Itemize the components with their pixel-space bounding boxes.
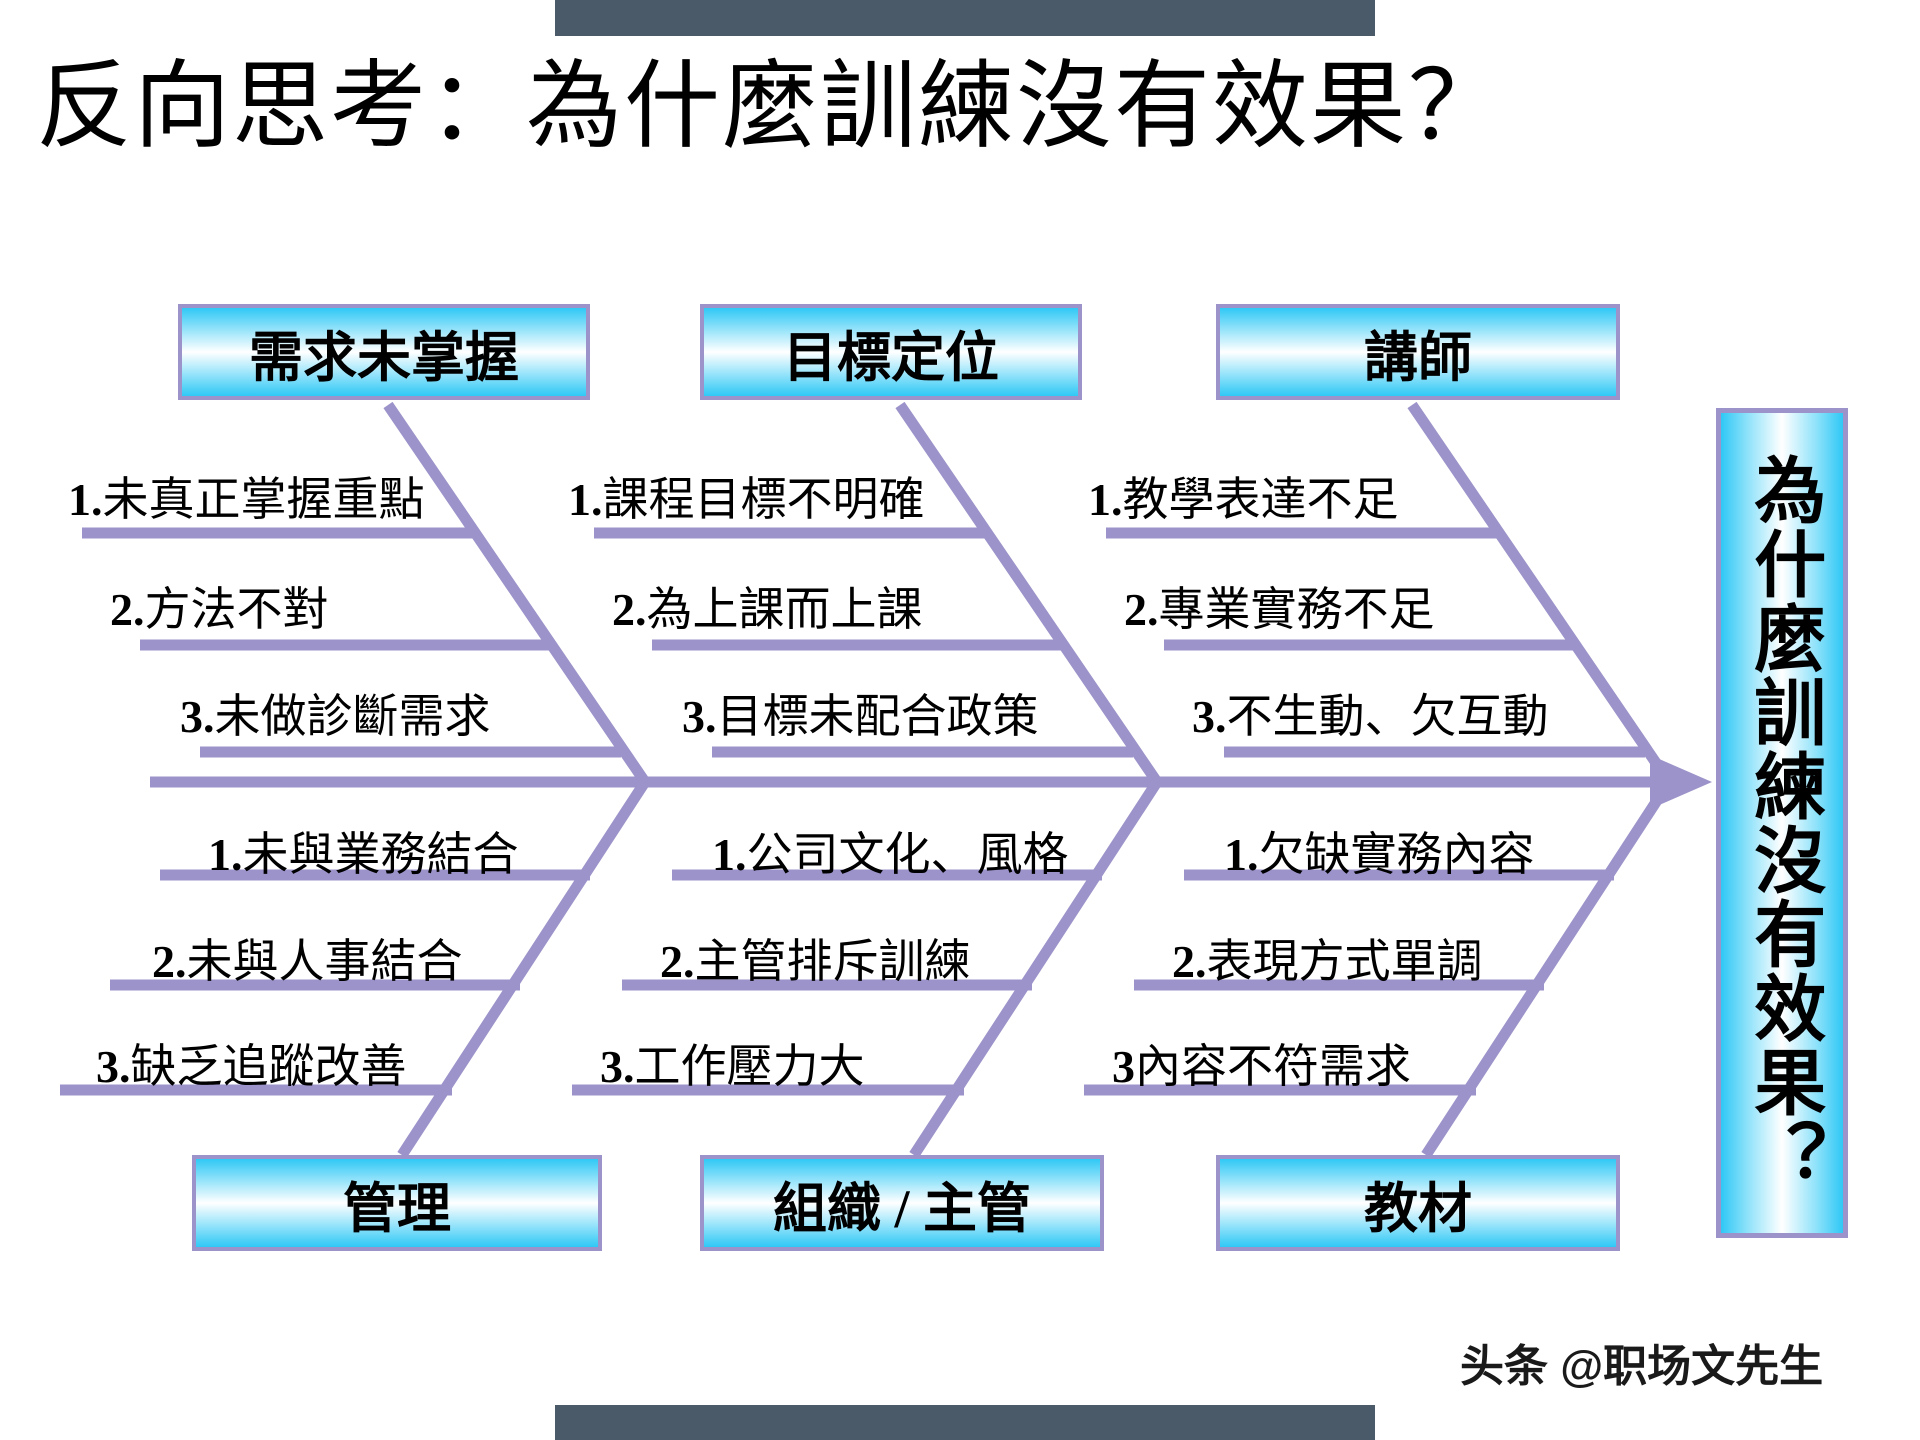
cause-item[interactable]: 2.方法不對 [110,573,329,639]
cause-item[interactable]: 2.未與人事結合 [152,925,463,991]
cause-text: 未與業務結合 [242,829,519,880]
cause-item[interactable]: 1.未真正掌握重點 [68,463,425,529]
cause-number: 1. [68,474,103,525]
cause-item[interactable]: 1.欠缺實務內容 [1224,818,1535,884]
cause-number: 1. [1088,474,1123,525]
cause-item[interactable]: 3.未做診斷需求 [180,680,491,746]
watermark: 头条 @职场文先生 [1460,1342,1824,1391]
cause-item[interactable]: 1.未與業務結合 [208,818,519,884]
category-box-management[interactable]: 管理 [192,1155,602,1251]
cause-number: 2. [660,936,695,987]
bone-top-3 [1407,401,1674,786]
cause-number: 2. [612,584,647,635]
cause-text: 為上課而上課 [646,584,923,635]
cause-text: 目標未配合政策 [716,691,1039,742]
spine-arrowhead [1650,755,1712,809]
cause-number: 3. [600,1041,635,1092]
cause-item[interactable]: 1.公司文化、風格 [712,818,1069,884]
cause-number: 1. [208,829,243,880]
cause-item[interactable]: 3.工作壓力大 [600,1030,865,1096]
cause-item[interactable]: 1.課程目標不明確 [568,463,925,529]
cause-number: 1. [712,829,747,880]
cause-number: 3. [180,691,215,742]
cause-text: 主管排斥訓練 [694,936,971,987]
category-box-organization[interactable]: 組織 / 主管 [700,1155,1104,1251]
cause-item[interactable]: 1.教學表達不足 [1088,463,1399,529]
cause-text: 專業實務不足 [1158,584,1435,635]
category-box-instructor[interactable]: 講師 [1216,304,1620,400]
cause-item[interactable]: 3.不生動、欠互動 [1192,680,1549,746]
cause-number: 3 [1112,1041,1135,1092]
cause-text: 缺乏追蹤改善 [130,1041,407,1092]
cause-text: 未與人事結合 [186,936,463,987]
cause-text: 教學表達不足 [1122,474,1399,525]
cause-text: 方法不對 [144,584,329,635]
cause-text: 課程目標不明確 [602,474,925,525]
cause-text: 不生動、欠互動 [1226,691,1549,742]
page-title: 反向思考：為什麼訓練沒有效果？ [36,53,1506,160]
category-box-goal[interactable]: 目標定位 [700,304,1082,400]
cause-number: 3. [1192,691,1227,742]
cause-number: 2. [1124,584,1159,635]
category-label: 目標定位 [783,327,999,388]
category-box-materials[interactable]: 教材 [1216,1155,1620,1251]
category-label: 教材 [1364,1178,1472,1239]
cause-item[interactable]: 2.專業實務不足 [1124,573,1435,639]
cause-item[interactable]: 2.表現方式單調 [1172,925,1483,991]
cause-number: 2. [1172,936,1207,987]
cause-item[interactable]: 2.主管排斥訓練 [660,925,971,991]
cause-text: 公司文化、風格 [746,829,1069,880]
cause-number: 3. [96,1041,131,1092]
category-label: 組織 / 主管 [772,1178,1031,1239]
bottom-decoration-bar [555,1405,1375,1440]
category-label: 需求未掌握 [249,327,519,388]
cause-number: 1. [1224,829,1259,880]
cause-item[interactable]: 3.缺乏追蹤改善 [96,1030,407,1096]
category-label: 管理 [343,1178,451,1239]
cause-text: 未真正掌握重點 [102,474,425,525]
cause-text: 內容不符需求 [1135,1041,1411,1092]
cause-text: 工作壓力大 [634,1041,865,1092]
cause-item[interactable]: 3內容不符需求 [1112,1030,1411,1096]
category-label: 講師 [1364,327,1472,388]
category-box-needs[interactable]: 需求未掌握 [178,304,590,400]
cause-text: 表現方式單調 [1206,936,1483,987]
bone-top-1 [383,401,650,786]
cause-number: 1. [568,474,603,525]
cause-number: 2. [110,584,145,635]
cause-item[interactable]: 3.目標未配合政策 [682,680,1039,746]
cause-item[interactable]: 2.為上課而上課 [612,573,923,639]
bone-top-2 [895,401,1162,786]
cause-text: 欠缺實務內容 [1258,829,1535,880]
effect-box[interactable]: 為什麼訓練沒有效果？ [1716,408,1848,1238]
effect-label: 為什麼訓練沒有效果？ [1742,453,1823,1193]
cause-number: 2. [152,936,187,987]
cause-text: 未做診斷需求 [214,691,491,742]
top-decoration-bar [555,0,1375,36]
cause-number: 3. [682,691,717,742]
